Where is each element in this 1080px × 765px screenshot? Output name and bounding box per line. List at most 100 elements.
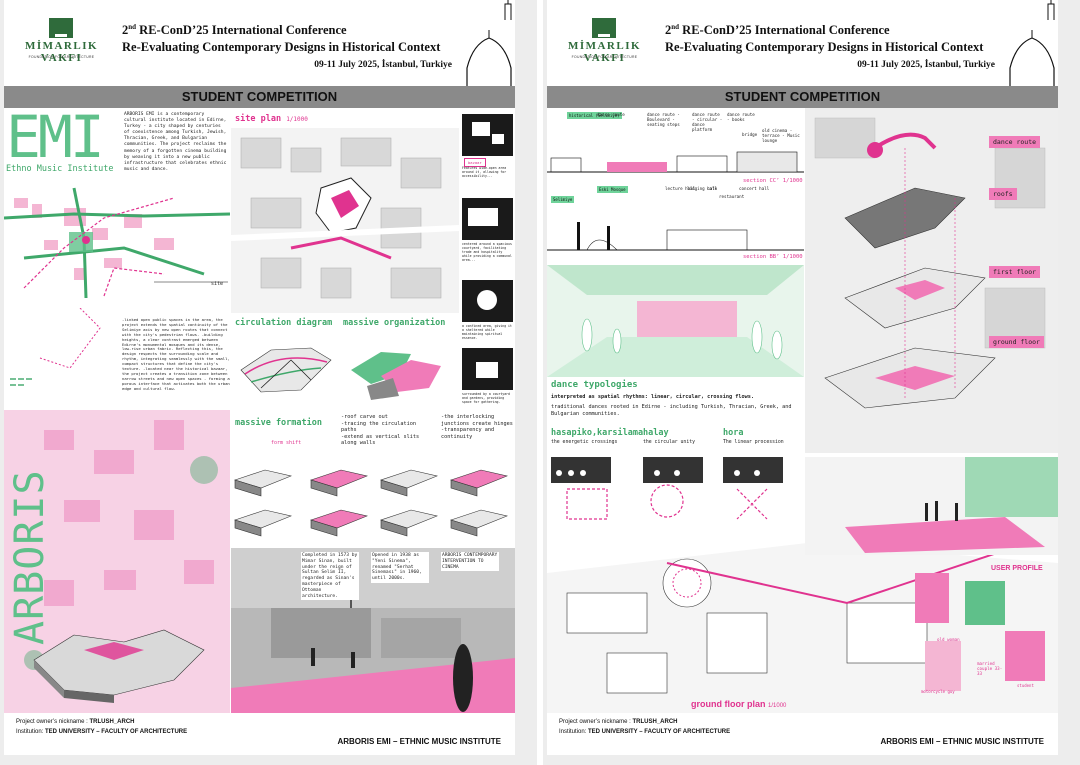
legend-graphic: [10, 308, 101, 386]
dance-desc-hasapiko: the energetic crossings: [551, 440, 618, 445]
ground-floor-label: ground floor plan 1/1000: [691, 699, 787, 709]
axo-tag-dance-route: dance route: [989, 136, 1041, 148]
bb-tag: Selimiye: [551, 196, 575, 203]
profile-motorcycle: motorcycle guy: [921, 689, 955, 694]
interior-image: [547, 265, 804, 377]
intro-text: ARBORIS EMI is a contemporary cultural i…: [124, 112, 227, 172]
city-texture: [24, 420, 218, 703]
left-board: MİMARLIK VAKFI FOUNDATION FOR ARCHITECTU…: [0, 0, 537, 765]
header: MİMARLIK VAKFI FOUNDATION FOR ARCHITECTU…: [4, 0, 515, 86]
typology-map-3: [462, 280, 513, 322]
circulation-panel: circulation diagram: [231, 314, 341, 409]
sections-panel: historical (Selimiye) dance route dance …: [547, 108, 804, 263]
organization-panel: massive organization: [341, 314, 459, 409]
dance-name-hasapiko: hasapiko,karsilama: [551, 428, 644, 438]
cc-tag: dance route: [597, 112, 625, 117]
logo-emblem-icon: [592, 18, 616, 38]
dance-typologies-text-2: traditional dances rooted in Edirne - in…: [551, 404, 792, 417]
dance-desc-hora: The linear procession: [723, 440, 784, 445]
site-plan-scale: 1/1000: [286, 116, 308, 123]
formation-drawings: [234, 469, 509, 537]
section-bb-label: section BB’ 1/1000: [743, 254, 803, 260]
conference-date: 09-11 July 2025, İstanbul, Turkiye: [857, 60, 995, 71]
organization-drawing: [351, 352, 441, 400]
site-plan-panel: site plan 1/1000: [231, 108, 459, 313]
typology-text-2: centered around a spacious courtyard, fa…: [462, 242, 512, 262]
owner-line: Project owner’s nickname : TRLUSH_ARCH: [16, 719, 135, 725]
cc-tag: bridge: [742, 132, 758, 137]
section-cc-drawing: [547, 151, 804, 173]
conference-subtitle: Re-Evaluating Contemporary Designs in Hi…: [122, 40, 441, 55]
header: MİMARLIK VAKFI FOUNDATION FOR ARCHITECTU…: [547, 0, 1058, 86]
left-sheet: MİMARLIK VAKFI FOUNDATION FOR ARCHITECTU…: [4, 0, 515, 755]
bb-tag: restaurant: [719, 194, 745, 199]
formation-label: massive formation: [235, 418, 322, 428]
institution-line: Institution: TED UNIVERSITY – FACULTY OF…: [16, 729, 188, 735]
org-sub: FOUNDATION FOR ARCHITECTURE: [28, 55, 95, 59]
arboris-title: ARBORIS: [7, 469, 53, 645]
axonometric-panel: dance route roofs first floor ground flo…: [805, 108, 1058, 453]
dance-desc-halay: the circular unity: [643, 440, 695, 445]
emi-panel: EMI Ethno Music Institute ARBORIS EMI is…: [4, 108, 230, 410]
axonometric-drawing: [805, 108, 1058, 453]
user-profile-label: USER PROFILE: [991, 565, 1043, 572]
foundation-logo: MİMARLIK VAKFI FOUNDATION FOR ARCHITECTU…: [557, 18, 652, 66]
organization-label: massive organization: [343, 318, 446, 328]
axo-tag-roofs: roofs: [989, 188, 1017, 200]
render-panel: Completed in 1573 by Mimar Sinan, built …: [231, 548, 515, 713]
project-title: ARBORIS EMI – ETHNIC MUSIC INSTITUTE: [880, 737, 1044, 746]
site-plan-drawing: [231, 128, 459, 313]
owner-line: Project owner’s nickname : TRLUSH_ARCH: [559, 719, 678, 725]
bb-tag: cafe: [707, 186, 718, 191]
site-map: [4, 178, 230, 298]
analysis-text: -linked open public spaces in the area, …: [122, 317, 230, 391]
institution-line: Institution: TED UNIVERSITY – FACULTY OF…: [559, 729, 731, 735]
site-label: site: [211, 281, 224, 287]
conference-title: 2nd RE-ConD’25 International Conference …: [122, 20, 467, 74]
formation-text-1: -roof carve out -tracing the circulation…: [341, 414, 420, 446]
axo-tag-first-floor: first floor: [989, 266, 1041, 278]
typology-column: bazaar Features wide-open area around it…: [460, 108, 515, 438]
student-competition-band: STUDENT COMPETITION: [547, 86, 1058, 108]
arboris-panel: ARBORIS: [4, 410, 230, 713]
history-note-1: Completed in 1573 by Mimar Sinan, built …: [301, 552, 359, 601]
org-name: MİMARLIK VAKFI: [567, 40, 642, 64]
dance-typologies-title: dance typologies: [551, 380, 638, 390]
dome-icon: [466, 0, 512, 86]
dance-typologies-text-1: interpreted as spatial rhythms: linear, …: [551, 394, 755, 400]
foundation-logo: MİMARLIK VAKFI FOUNDATION FOR ARCHITECTU…: [14, 18, 109, 66]
profile-student: student: [1017, 683, 1034, 688]
profile-old-woman: old woman: [937, 637, 960, 642]
logo-emblem-icon: [49, 18, 73, 38]
dance-name-halay: halay: [643, 428, 669, 438]
typology-map-4: [462, 348, 513, 390]
typology-tag-bazaar: bazaar: [464, 158, 486, 167]
emi-title: EMI: [6, 108, 105, 171]
right-sheet: MİMARLIK VAKFI FOUNDATION FOR ARCHITECTU…: [547, 0, 1058, 755]
emi-subtitle: Ethno Music Institute: [6, 164, 114, 174]
cc-tag: dance route - Boulevard - seating steps: [647, 112, 680, 127]
typology-map-1: [462, 114, 513, 156]
formation-text-2: -the interlocking junctions create hinge…: [441, 414, 513, 440]
cc-tag: dance route - circular - dance platform: [692, 112, 723, 132]
user-profile-collage: [915, 573, 1045, 691]
circulation-drawing: [240, 347, 332, 393]
bb-tag: concert hall: [739, 186, 770, 191]
profile-married-couple: married couple 33-33: [977, 661, 1003, 676]
conference-date: 09-11 July 2025, İstanbul, Turkiye: [314, 60, 452, 71]
dance-name-hora: hora: [723, 428, 744, 438]
cc-tag: old cinema - terrace - Music lounge: [762, 128, 800, 143]
bb-tag: Eski Mosque: [597, 186, 628, 193]
section-cc-label: section CC’ 1/1000: [743, 178, 803, 184]
cc-tag: historical (Selimiye): [567, 112, 622, 119]
student-competition-band: STUDENT COMPETITION: [4, 86, 515, 108]
formation-sub: form shift: [271, 440, 302, 446]
ground-floor-panel: USER PROFILE old woman married couple 33…: [547, 453, 1058, 713]
circulation-label: circulation diagram: [235, 318, 333, 328]
conference-subtitle: Re-Evaluating Contemporary Designs in Hi…: [665, 40, 984, 55]
typology-text-3: a confined area, giving it a sheltered w…: [462, 324, 512, 340]
axo-tag-ground-floor: ground floor: [989, 336, 1044, 348]
bb-tag: lecture hall: [665, 186, 696, 191]
org-name: MİMARLIK VAKFI: [24, 40, 99, 64]
dome-icon: [1009, 0, 1055, 86]
